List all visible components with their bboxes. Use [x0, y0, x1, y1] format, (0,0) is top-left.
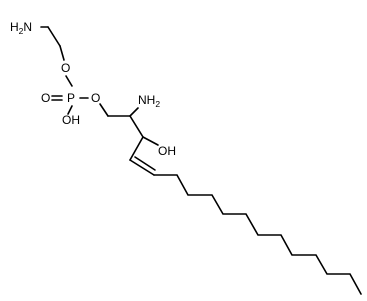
bond-c6-c7-b	[134, 156, 156, 171]
bond-p-oh	[67, 105, 73, 115]
amine-top-subscript: 2	[19, 26, 24, 36]
hydroxyl-label: OH	[158, 144, 176, 158]
amine-top-h-label: H2N	[10, 20, 32, 36]
bond-c4-c5	[129, 115, 144, 138]
bond-lines	[40, 26, 362, 295]
amine-top-h: H	[10, 20, 19, 34]
bond-c2-o1	[59, 45, 65, 61]
atom-labels: H2N O O P OH O NH2 OH	[10, 20, 176, 158]
ester-o2-label: O	[91, 91, 100, 105]
amine-mid-symbol: NH	[138, 93, 155, 107]
bond-c1-c2	[47, 26, 61, 47]
bond-c6-c7-a	[129, 159, 155, 176]
phosphate-o-double-label: O	[41, 91, 50, 105]
phosphate-oh-label: OH	[62, 113, 80, 127]
bond-o1-p	[65, 75, 73, 87]
bond-c4-n	[129, 107, 139, 117]
amine-mid-subscript: 2	[155, 99, 160, 109]
ester-o1-label: O	[61, 61, 70, 75]
alkyl-chain	[153, 174, 362, 295]
amine-mid-label: NH2	[138, 93, 160, 109]
amine-top-n: N	[23, 20, 32, 34]
bond-o2-c3	[99, 103, 109, 117]
phosphate-p-label: P	[67, 91, 75, 105]
bond-c5-oh	[142, 136, 159, 146]
bond-c5-c6	[129, 136, 144, 161]
